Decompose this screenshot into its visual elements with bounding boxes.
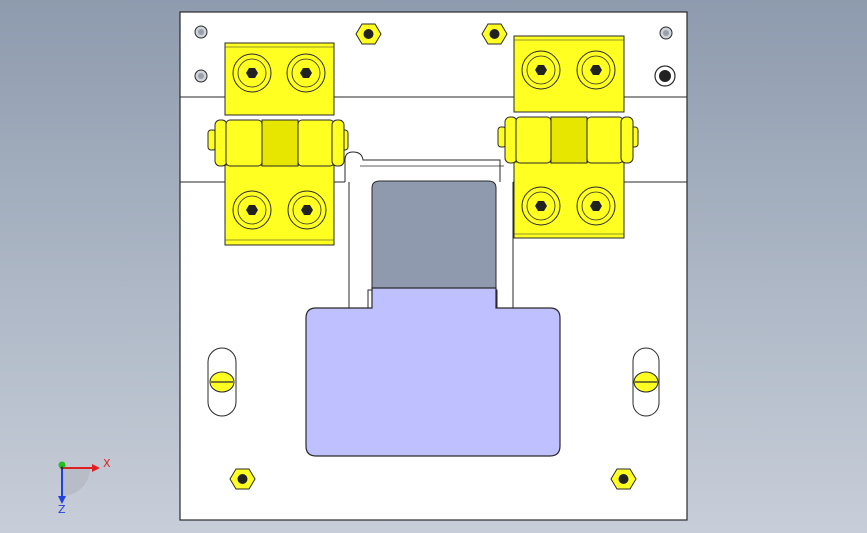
right-hinge-knuckle-4 — [586, 116, 624, 164]
left-hinge-knuckle-2 — [225, 119, 263, 167]
left-hinge-knuckle-3 — [261, 119, 299, 167]
left-hinge-knuckle-4 — [297, 119, 335, 167]
left-hinge[interactable] — [207, 42, 349, 246]
left-hinge-knuckle-1 — [214, 119, 228, 167]
right-hinge[interactable] — [497, 35, 639, 239]
right-hinge-bolt-1-icon[interactable] — [521, 50, 561, 90]
center-groove — [344, 151, 501, 182]
hex-nut-top-left-icon[interactable] — [355, 23, 382, 45]
right-hinge-bolt-3-icon[interactable] — [521, 186, 561, 226]
axis-z-arrowhead-icon — [58, 496, 66, 504]
right-hinge-knuckle-3 — [550, 116, 588, 164]
left-hinge-bolt-4-icon[interactable] — [287, 190, 327, 230]
dowel-hole-right-icon[interactable] — [654, 65, 676, 87]
axis-y-arrow-icon — [58, 461, 66, 469]
right-hinge-bolt-2-icon[interactable] — [576, 50, 616, 90]
right-hinge-knuckle-5 — [620, 116, 634, 164]
right-hinge-bolt-4-icon[interactable] — [576, 186, 616, 226]
left-hinge-bolt-3-icon[interactable] — [232, 190, 272, 230]
corner-screw-top-right-icon[interactable] — [659, 26, 673, 40]
corner-screw-mid-left-icon[interactable] — [194, 69, 208, 83]
hex-nut-top-right-icon[interactable] — [481, 23, 508, 45]
axis-z-label: Z — [58, 503, 66, 516]
hex-nut-bottom-right-icon[interactable] — [610, 468, 637, 490]
blue-pocket[interactable] — [305, 287, 561, 457]
right-hinge-knuckle-1 — [504, 116, 518, 164]
coordinate-triad[interactable] — [58, 461, 100, 505]
left-hinge-knuckle-5 — [331, 119, 345, 167]
axis-x-label: X — [103, 457, 111, 470]
left-hinge-bolt-2-icon[interactable] — [286, 53, 326, 93]
right-hinge-knuckle-2 — [515, 116, 552, 164]
hex-nut-bottom-left-icon[interactable] — [229, 468, 256, 490]
axis-x-arrowhead-icon — [92, 464, 100, 472]
corner-screw-top-left-icon[interactable] — [194, 25, 208, 39]
slot-opening[interactable] — [371, 180, 497, 289]
triad-origin-icon — [60, 466, 64, 470]
left-hinge-bolt-1-icon[interactable] — [232, 53, 272, 93]
triad-shadow — [62, 468, 90, 496]
